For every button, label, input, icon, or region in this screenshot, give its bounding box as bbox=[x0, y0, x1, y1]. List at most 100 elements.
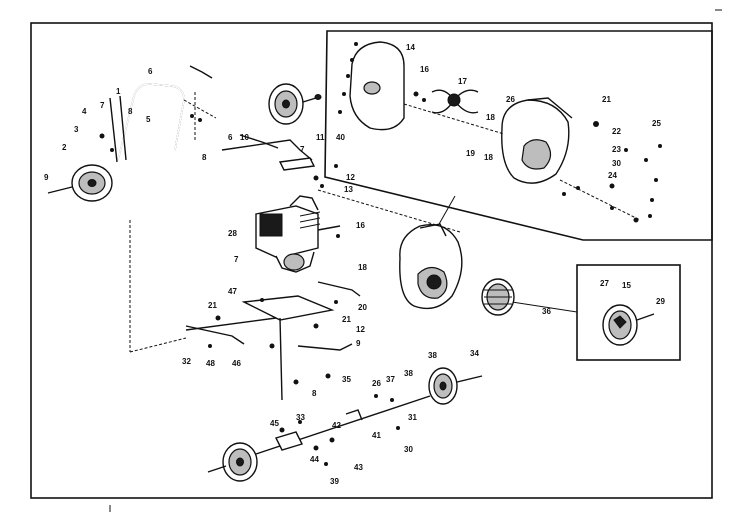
bolt-head bbox=[314, 94, 322, 100]
callout-17a: 17 bbox=[458, 77, 467, 86]
pulley-detail-bolt bbox=[636, 313, 655, 321]
callout-46a: 46 bbox=[232, 359, 241, 368]
callout-39a: 39 bbox=[330, 477, 339, 486]
callout-47a: 47 bbox=[228, 287, 237, 296]
handle-rod bbox=[109, 97, 118, 163]
callout-42a: 42 bbox=[332, 421, 341, 430]
driven-pulley bbox=[481, 278, 515, 316]
callout-8c: 8 bbox=[312, 389, 317, 398]
callout-24a: 24 bbox=[608, 171, 617, 180]
callout-28a: 28 bbox=[228, 229, 237, 238]
callout-45a: 45 bbox=[270, 419, 279, 428]
blower-inset-frame bbox=[324, 30, 713, 241]
plate-link bbox=[185, 325, 245, 345]
engine-mount-bolt bbox=[317, 225, 341, 231]
callout-34a: 34 bbox=[470, 349, 479, 358]
handle-rod-2 bbox=[119, 95, 127, 161]
callout-7a: 7 bbox=[100, 101, 105, 110]
callout-11a: 11 bbox=[316, 133, 325, 142]
control-link bbox=[297, 343, 353, 351]
callout-20a: 20 bbox=[358, 303, 367, 312]
blower-housing bbox=[399, 223, 463, 310]
callout-25a: 25 bbox=[652, 119, 661, 128]
left-lower-wheel bbox=[222, 442, 258, 482]
left-axle-bolt bbox=[47, 186, 73, 194]
callout-16a: 16 bbox=[420, 65, 429, 74]
callout-32a: 32 bbox=[182, 357, 191, 366]
callout-14a: 14 bbox=[406, 43, 415, 52]
callout-4a: 4 bbox=[82, 107, 87, 116]
lower-left-bolt bbox=[207, 465, 227, 473]
pulley-inset-leader bbox=[511, 301, 578, 313]
axle-link bbox=[239, 134, 279, 149]
callout-12a: 12 bbox=[346, 173, 355, 182]
callout-1a: 1 bbox=[116, 87, 121, 96]
pulley-inset-frame bbox=[576, 264, 681, 361]
callout-48a: 48 bbox=[206, 359, 215, 368]
inset-shaft-2 bbox=[559, 179, 641, 221]
callout-19a: 19 bbox=[466, 149, 475, 158]
handle-cross-leader bbox=[183, 99, 217, 119]
callout-22a: 22 bbox=[612, 127, 621, 136]
fan-housing bbox=[501, 97, 573, 184]
callout-37a: 37 bbox=[386, 375, 395, 384]
plate-crossbar bbox=[185, 317, 277, 331]
callout-3a: 3 bbox=[74, 125, 79, 134]
right-lower-wheel bbox=[428, 367, 458, 405]
callout-38b: 38 bbox=[404, 369, 413, 378]
base-plate bbox=[241, 295, 335, 321]
callout-2a: 2 bbox=[62, 143, 67, 152]
hardware bbox=[99, 42, 662, 466]
engine bbox=[255, 195, 321, 273]
upper-handle-rod bbox=[189, 65, 213, 79]
callout-13a: 13 bbox=[344, 185, 353, 194]
callout-6b: 6 bbox=[228, 133, 233, 142]
right-upper-wheel bbox=[268, 83, 304, 125]
callout-30a: 30 bbox=[612, 159, 621, 168]
bracket-plate bbox=[278, 157, 316, 171]
axle-bracket-lower bbox=[275, 431, 303, 451]
callout-23a: 23 bbox=[612, 145, 621, 154]
callout-15a: 15 bbox=[622, 281, 631, 290]
callout-18a: 18 bbox=[486, 113, 495, 122]
callout-8b: 8 bbox=[202, 153, 207, 162]
impeller bbox=[431, 89, 479, 114]
callout-43a: 43 bbox=[354, 463, 363, 472]
dashed-left-rod bbox=[129, 337, 187, 353]
callout-8a: 8 bbox=[128, 107, 133, 116]
axle-clip bbox=[345, 409, 363, 421]
callout-36a: 36 bbox=[542, 307, 551, 316]
callout-16b: 16 bbox=[356, 221, 365, 230]
callout-6a: 6 bbox=[148, 67, 153, 76]
callout-41a: 41 bbox=[372, 431, 381, 440]
callout-7c: 7 bbox=[234, 255, 239, 264]
callout-18b: 18 bbox=[484, 153, 493, 162]
callout-7b: 7 bbox=[300, 145, 305, 154]
axle-bracket bbox=[221, 139, 313, 161]
lower-wheel-bolt bbox=[456, 375, 483, 383]
callout-21b: 21 bbox=[208, 301, 217, 310]
upper-wheel-bolt bbox=[302, 97, 317, 103]
callout-26a: 26 bbox=[506, 95, 515, 104]
callout-27a: 27 bbox=[600, 279, 609, 288]
callout-26b: 26 bbox=[372, 379, 381, 388]
control-lever bbox=[317, 281, 361, 297]
callout-labels: 14 16 17 26 18 21 22 25 23 30 24 40 19 1… bbox=[44, 43, 665, 486]
callout-31a: 31 bbox=[408, 413, 417, 422]
callout-9a: 9 bbox=[44, 173, 49, 182]
outer-frame bbox=[30, 22, 713, 499]
callout-18c: 18 bbox=[358, 263, 367, 272]
drive-rod bbox=[279, 317, 283, 401]
pulley-detail bbox=[602, 304, 638, 346]
callout-12b: 12 bbox=[356, 325, 365, 334]
callout-10a: 10 bbox=[240, 133, 249, 142]
callout-21a: 21 bbox=[602, 95, 611, 104]
callout-9b: 9 bbox=[356, 339, 361, 348]
handle-frame-inner bbox=[117, 83, 185, 161]
callout-33a: 33 bbox=[296, 413, 305, 422]
callout-35a: 35 bbox=[342, 375, 351, 384]
callout-44a: 44 bbox=[310, 455, 319, 464]
inset-shaft bbox=[403, 103, 505, 135]
scroll-cover bbox=[349, 41, 405, 131]
callout-29a: 29 bbox=[656, 297, 665, 306]
